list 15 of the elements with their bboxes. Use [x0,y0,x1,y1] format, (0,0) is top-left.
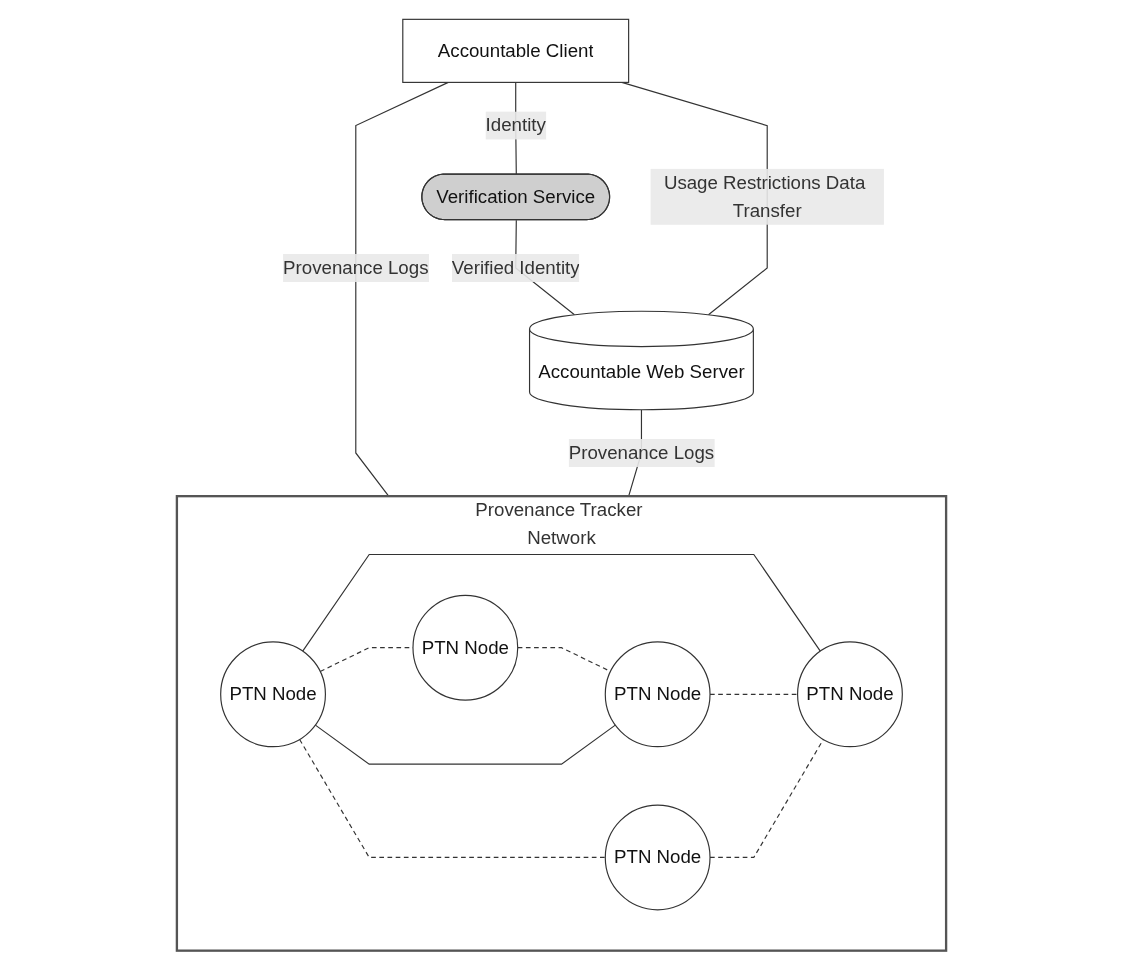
connector [314,724,616,765]
edge-label: Provenance Logs [568,442,715,463]
node-circle: PTN Node [604,804,711,911]
node-box: Accountable Client [402,18,630,83]
node-circle: PTN Node [220,641,326,748]
connector [355,81,449,497]
connector [299,738,606,858]
node-circle: PTN Node [412,594,519,701]
edge-label: Verified Identity [451,257,580,278]
edge-label: Usage Restrictions Data Transfer [663,172,866,221]
edge-label: Identity [485,115,546,135]
connector [302,553,821,652]
edge-label: Provenance Logs [283,257,429,278]
node-circle: PTN Node [604,641,711,748]
node-circle: PTN Node [797,641,903,748]
